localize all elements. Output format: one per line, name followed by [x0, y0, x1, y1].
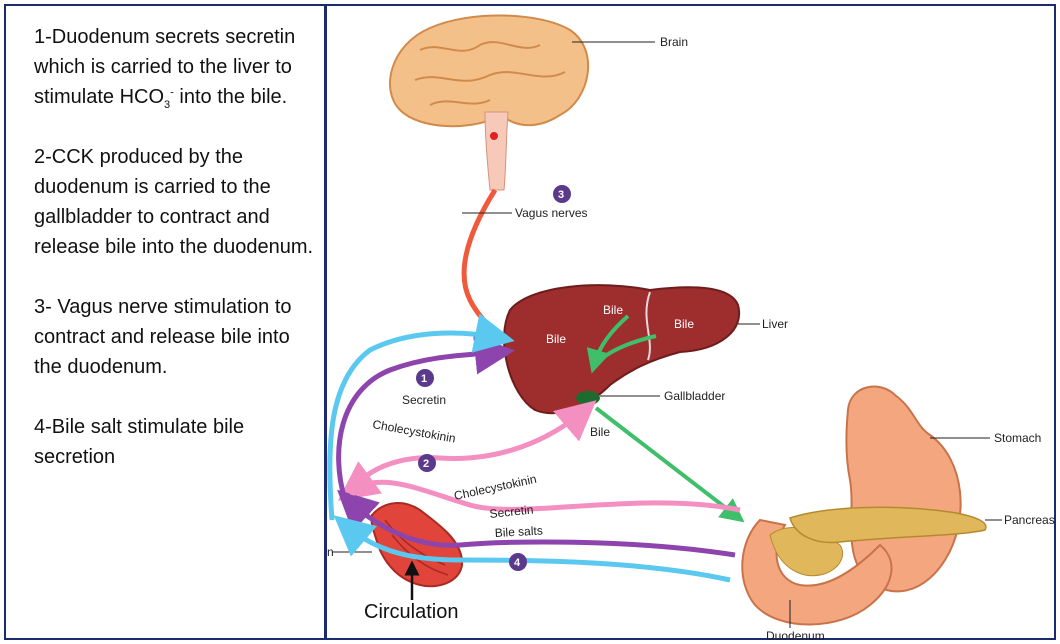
- bile-liver-left-label: Bile: [546, 332, 566, 346]
- stomach-label: Stomach: [994, 431, 1041, 445]
- duodenum-label: Duodenum: [766, 629, 825, 643]
- secretin-top-label: Secretin: [402, 393, 446, 407]
- cck-top-label: Cholecystokinin: [371, 417, 456, 445]
- brain-label: Brain: [660, 35, 688, 49]
- intestine-partial-label: n: [327, 545, 334, 559]
- bile-salts-label: Bile salts: [494, 524, 543, 540]
- bile-to-duodenum-arrow: [596, 408, 735, 515]
- gallbladder-label: Gallbladder: [664, 389, 725, 403]
- brain-illustration: [390, 15, 588, 190]
- vagus-nerves-label: Vagus nerves: [515, 206, 588, 220]
- pancreas-illustration: [790, 507, 986, 542]
- step-1-number: 1: [421, 373, 427, 385]
- pancreas-label: Pancreas: [1004, 513, 1055, 527]
- step-4-number: 4: [514, 557, 521, 569]
- bile-gallbladder-label: Bile: [590, 425, 610, 439]
- cck-bottom-label: Cholecystokinin: [453, 472, 538, 503]
- step-2-number: 2: [423, 458, 429, 470]
- circulation-label: Circulation: [364, 601, 458, 623]
- bile-liver-top-label: Bile: [603, 303, 623, 317]
- liver-label: Liver: [762, 317, 788, 331]
- secretin-bottom-label: Secretin: [489, 502, 534, 521]
- step-3-number: 3: [558, 189, 564, 201]
- bile-liver-right-label: Bile: [674, 317, 694, 331]
- gallbladder-illustration: [576, 391, 600, 405]
